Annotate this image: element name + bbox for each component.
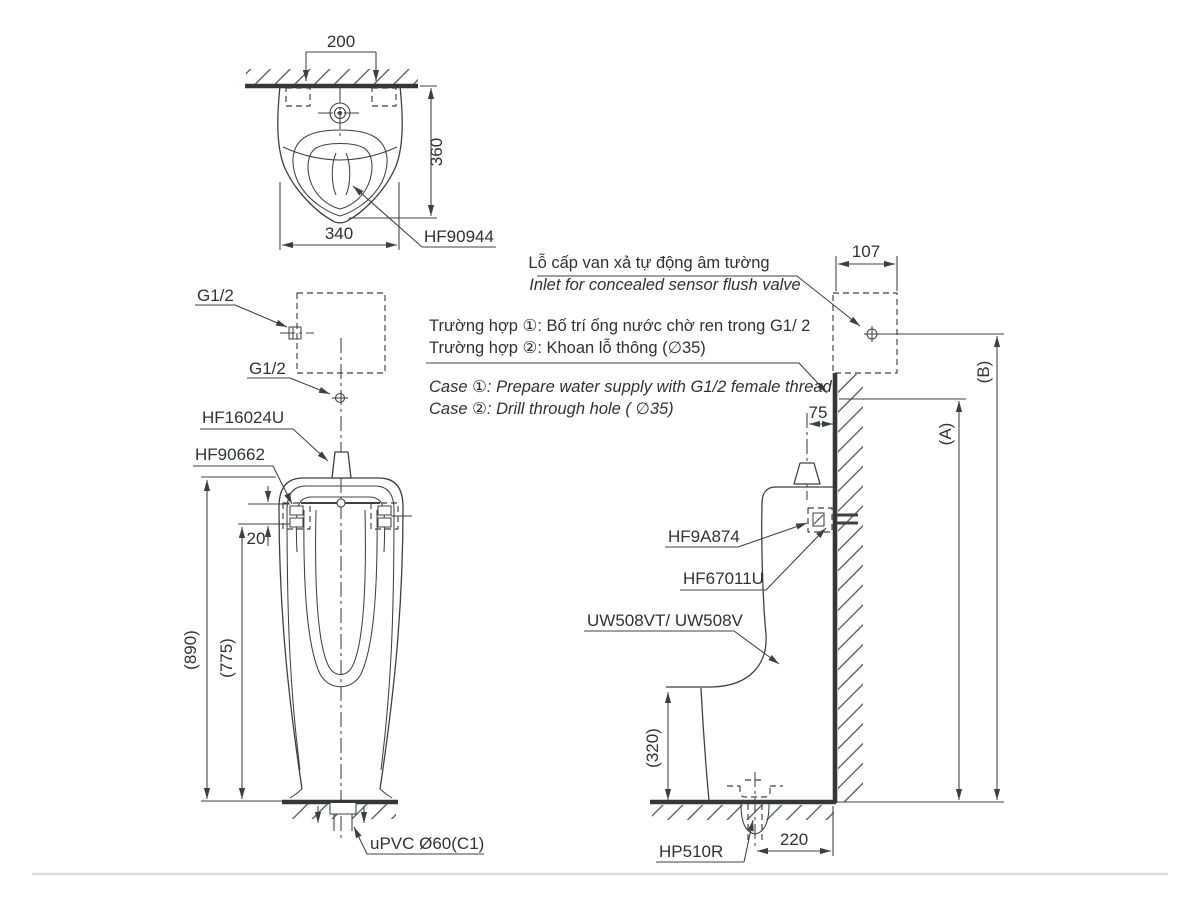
bowl-inner-front (315, 509, 366, 676)
wall-fixing-bracket-side (807, 507, 833, 533)
note-inlet-vi: Lỗ cấp van xả tự động âm tường (528, 253, 769, 272)
leader-hf16024u (292, 428, 329, 462)
pedestal-front-edge (700, 687, 710, 802)
leader-inlet-note (537, 275, 861, 327)
leader-hf90944 (352, 185, 423, 248)
leader-hp510r (743, 819, 754, 863)
bowl-inner-top (307, 142, 373, 210)
dim-outlet-to-wall: 220 (780, 830, 808, 849)
rim-front-edge-top (282, 146, 398, 161)
label-body: UW508VT/ UW508V (587, 611, 744, 630)
label-bracket: HF90662 (195, 445, 265, 464)
leader-uw508 (733, 630, 780, 665)
fixing-bracket-right (370, 502, 412, 530)
label-drain-pipe: uPVC Ø60(C1) (370, 834, 484, 853)
inner-wall-front (286, 485, 395, 771)
label-fixing: HF9A874 (668, 527, 740, 546)
leader-case-note (426, 362, 828, 394)
dim-height-total: (890) (181, 630, 200, 670)
urinal-body-outline-top (277, 85, 403, 224)
drain-pipe (333, 814, 353, 831)
dim-base-height: (320) (643, 728, 662, 768)
notes: Lỗ cấp van xả tự động âm tường Inlet for… (426, 253, 861, 418)
dim-inlet-pitch: 107 (852, 242, 880, 261)
body-profile-side (666, 486, 777, 688)
drain-socket (329, 803, 357, 815)
concealed-valve-box-side (832, 292, 898, 374)
dim-height-a: (A) (936, 423, 955, 446)
base-flare (289, 788, 393, 799)
label-thread-wall: G1/2 (197, 286, 234, 305)
leader-g12-inlet (289, 377, 331, 395)
dim-height-rim: (775) (217, 638, 236, 678)
wall-hatch-side (838, 374, 863, 802)
note-case2-en: Case ②: Drill through hole ( ∅35) (429, 400, 674, 418)
fixing-bracket-left (238, 502, 311, 530)
dim-height-b: (B) (974, 361, 993, 384)
label-thread-inlet: G1/2 (249, 359, 286, 378)
leader-hf90662 (272, 465, 293, 505)
bowl-opening-top (292, 129, 388, 217)
dim-mounting-pitch: 200 (327, 32, 355, 51)
front-view: G1/2 G1/2 HF16024U HF90662 (181, 286, 484, 855)
label-strainer: HF90944 (424, 227, 494, 246)
dim-width: 340 (325, 224, 353, 243)
hanger-bracket-left (285, 87, 311, 107)
note-inlet-en: Inlet for concealed sensor flush valve (529, 276, 801, 294)
rim-center-hole (336, 498, 346, 508)
leader-hf9a874 (737, 522, 808, 548)
note-case1-en: Case ①: Prepare water supply with G1/2 f… (429, 378, 833, 396)
leader-upvc (353, 826, 368, 855)
hanger-bracket-right (371, 87, 397, 107)
dim-inlet-offset: 75 (809, 403, 828, 422)
note-case1-vi: Trường hợp ①: Bố trí ống nước chờ ren tr… (429, 317, 810, 335)
wall-hatch-top-view (246, 69, 418, 85)
top-view: 200 360 340 HF90944 (245, 32, 496, 250)
floor-hatch-side (652, 805, 834, 820)
label-spreader: HF16024U (202, 408, 284, 427)
note-case2-vi: Trường hợp ②: Khoan lỗ thông (∅35) (429, 338, 706, 357)
side-view: 107 (B) (A) 75 HF9A874 HF6 (584, 242, 1004, 863)
label-flush-pipe: HF67011U (683, 569, 764, 588)
floor-drain-trap (727, 772, 783, 848)
sensor-cap (793, 462, 821, 485)
dim-bracket-offset: 20 (247, 529, 266, 548)
bowl-outer-front (303, 509, 378, 688)
leader-g12-wall (234, 304, 288, 328)
dim-depth: 360 (427, 138, 446, 166)
leader-hf67011u (765, 527, 827, 591)
spreader-fitting (331, 451, 352, 479)
drain-slot-top (331, 152, 351, 196)
label-trap: HP510R (659, 842, 723, 861)
